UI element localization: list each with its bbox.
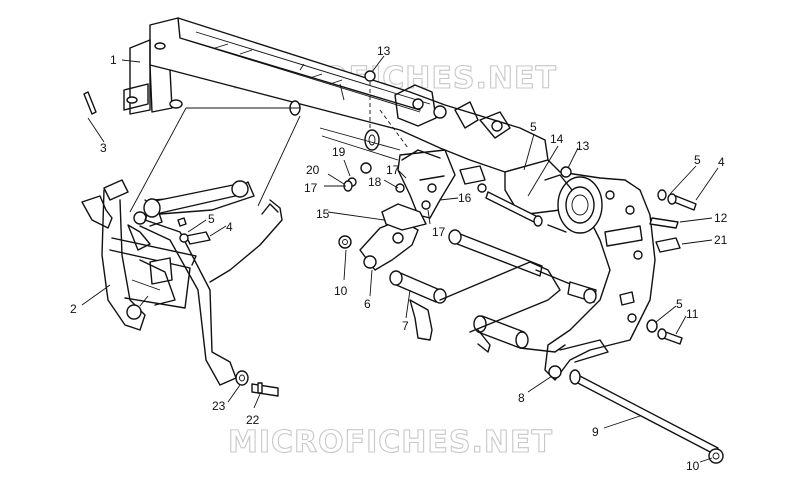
bolt-4-right [657, 189, 697, 211]
pin-part-3 [83, 91, 97, 115]
callout-1: 1 [110, 53, 117, 67]
link-plate-6 [338, 219, 419, 271]
callout-7: 7 [402, 319, 409, 333]
callout-numbers: 1 2 3 4 4 5 5 5 5 6 7 8 9 10 10 11 12 13… [70, 44, 728, 473]
callout-23: 23 [212, 399, 226, 413]
callout-20: 20 [306, 163, 320, 177]
callout-12: 12 [714, 211, 728, 225]
callout-4-left: 4 [226, 220, 233, 234]
subframe-left [81, 179, 283, 386]
callout-9: 9 [592, 425, 599, 439]
callout-14: 14 [550, 132, 564, 146]
leader-lines [81, 55, 719, 463]
callout-22: 22 [246, 413, 260, 427]
assembly-lines [129, 82, 409, 213]
callout-2: 2 [70, 302, 77, 316]
long-bolt-9 [569, 369, 724, 464]
engine-mount-plate-right [504, 159, 656, 381]
callout-17-left: 17 [304, 181, 318, 195]
callout-4-right: 4 [718, 155, 725, 169]
callout-15: 15 [316, 207, 330, 221]
callout-18: 18 [368, 175, 382, 189]
callout-10-bottom: 10 [686, 459, 700, 473]
cross-tube-7 [389, 270, 447, 341]
callout-19: 19 [332, 145, 346, 159]
bolt-12 [649, 217, 679, 229]
callout-10-center: 10 [334, 284, 348, 298]
engine-bracket-center [343, 149, 487, 231]
bracket-21 [655, 237, 681, 253]
callout-5-right-top: 5 [694, 153, 701, 167]
callout-6: 6 [364, 297, 371, 311]
long-stud-14-end [533, 215, 543, 227]
callout-3: 3 [100, 141, 107, 155]
callout-16: 16 [458, 191, 472, 205]
callout-21: 21 [714, 233, 728, 247]
bolt-22 [235, 370, 279, 397]
callout-13-right: 13 [576, 139, 590, 153]
cross-bars-right [439, 229, 597, 353]
pivot-tube-lower [473, 315, 529, 353]
callout-13-top: 13 [377, 44, 391, 58]
callout-5-left: 5 [208, 212, 215, 226]
callout-5-right-bottom: 5 [676, 297, 683, 311]
callout-17-bottom: 17 [432, 225, 446, 239]
nut-13-top [364, 70, 376, 82]
watermark-bottom: MICROFICHES.NET [228, 425, 553, 460]
callout-17-top: 17 [386, 163, 400, 177]
stay-rod-upper [143, 180, 249, 245]
callout-5-center: 5 [530, 120, 537, 134]
callout-8: 8 [518, 391, 525, 405]
callout-11: 11 [686, 307, 699, 321]
bolt-11 [646, 319, 683, 345]
nut-13-right [560, 166, 572, 178]
